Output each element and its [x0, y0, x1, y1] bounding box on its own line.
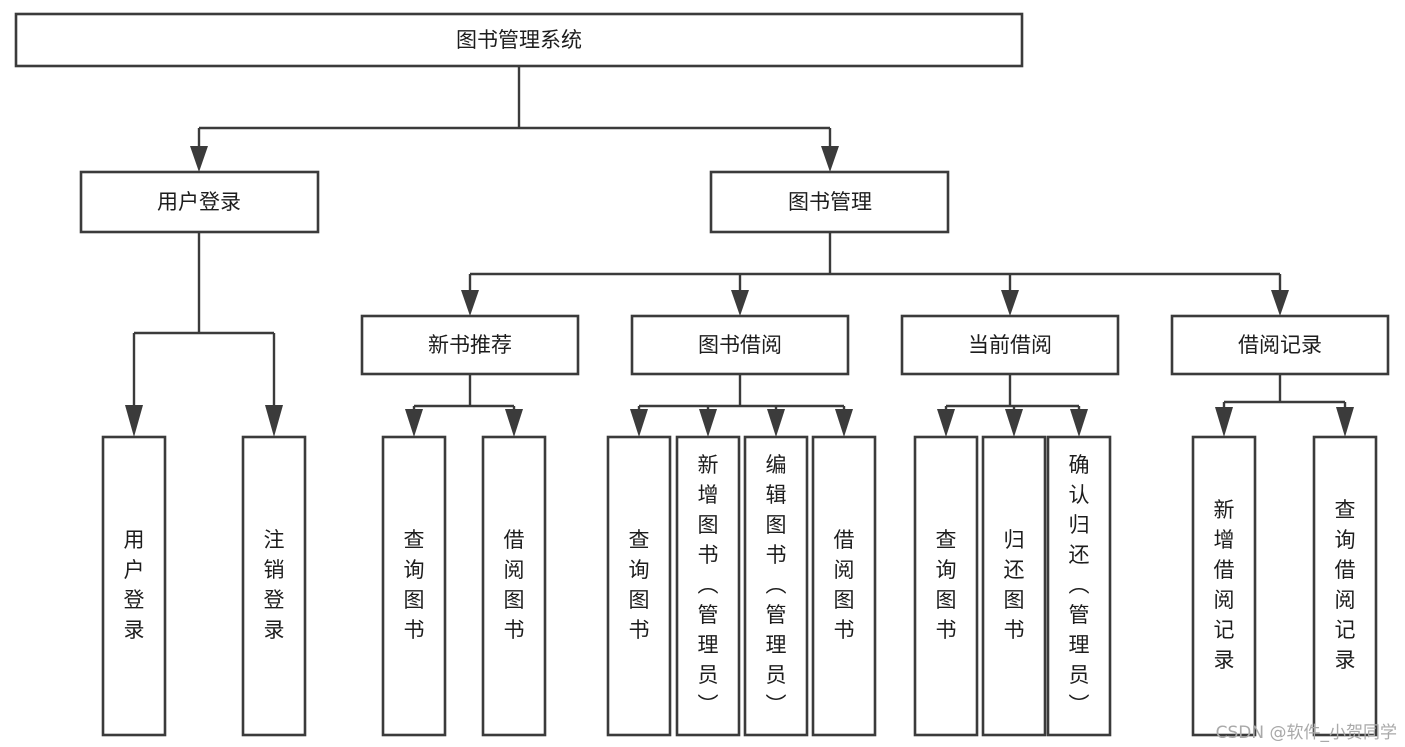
node-leaf-book-borrow-2-box[interactable]: [675, 435, 741, 737]
node-leaf-new-book-1-label: 查询图书: [404, 528, 425, 642]
node-leaf-current-borrow-2-box[interactable]: [981, 435, 1047, 737]
node-root[interactable]: 图书管理系统: [14, 12, 1024, 68]
node-leaf-book-borrow-3-label: 编辑图书︵管理员︶: [766, 453, 787, 717]
node-leaf-current-borrow-1[interactable]: 查询图书: [913, 435, 979, 737]
arrow-to-user-login: [190, 146, 208, 172]
arrow-new-book-leaf-1: [405, 409, 423, 437]
node-leaf-book-borrow-2[interactable]: 新增图书︵管理员︶: [675, 435, 741, 737]
arrow-user-login-leaf-2: [265, 405, 283, 437]
node-leaf-new-book-2-label: 借阅图书: [504, 528, 525, 642]
arrow-to-current-borrow: [1001, 290, 1019, 316]
node-leaf-borrow-record-2[interactable]: 查询借阅记录: [1312, 435, 1378, 737]
connectors: [125, 66, 1354, 437]
arrow-current-borrow-leaf-2: [1005, 409, 1023, 437]
arrow-book-borrow-leaf-3: [767, 409, 785, 437]
node-root-box[interactable]: [14, 12, 1024, 68]
node-leaf-user-login-2-box[interactable]: [241, 435, 307, 737]
node-borrow-record-box[interactable]: [1170, 314, 1390, 376]
arrow-book-borrow-leaf-4: [835, 409, 853, 437]
arrow-to-book-borrow: [731, 290, 749, 316]
node-leaf-borrow-record-2-box[interactable]: [1312, 435, 1378, 737]
arrow-new-book-leaf-2: [505, 409, 523, 437]
node-root-label: 图书管理系统: [456, 28, 582, 52]
node-leaf-book-borrow-1-label: 查询图书: [629, 528, 650, 642]
arrow-current-borrow-leaf-1: [937, 409, 955, 437]
node-leaf-new-book-1-box[interactable]: [381, 435, 447, 737]
arrow-to-borrow-record: [1271, 290, 1289, 316]
node-leaf-book-borrow-2-label: 新增图书︵管理员︶: [698, 453, 719, 717]
node-current-borrow-label: 当前借阅: [968, 333, 1052, 357]
arrow-to-book-mgmt: [821, 146, 839, 172]
node-leaf-book-borrow-4-box[interactable]: [811, 435, 877, 737]
node-new-book-recommend[interactable]: 新书推荐: [360, 314, 580, 376]
node-new-book-recommend-label: 新书推荐: [428, 333, 512, 357]
node-user-login-label: 用户登录: [157, 190, 241, 214]
node-user-login[interactable]: 用户登录: [79, 170, 320, 234]
node-borrow-record[interactable]: 借阅记录: [1170, 314, 1390, 376]
node-leaf-current-borrow-1-label: 查询图书: [936, 528, 957, 642]
node-book-borrow[interactable]: 图书借阅: [630, 314, 850, 376]
node-leaf-user-login-1-label: 用户登录: [124, 528, 145, 642]
node-leaf-new-book-1[interactable]: 查询图书: [381, 435, 447, 737]
node-current-borrow[interactable]: 当前借阅: [900, 314, 1120, 376]
node-leaf-book-borrow-1[interactable]: 查询图书: [606, 435, 672, 737]
node-book-management-label: 图书管理: [788, 190, 872, 214]
node-leaf-borrow-record-1-box[interactable]: [1191, 435, 1257, 737]
node-leaf-borrow-record-2-label: 查询借阅记录: [1335, 498, 1356, 672]
arrow-book-borrow-leaf-2: [699, 409, 717, 437]
node-leaf-borrow-record-1-label: 新增借阅记录: [1214, 498, 1235, 672]
node-book-borrow-label: 图书借阅: [698, 333, 782, 357]
node-leaf-book-borrow-3[interactable]: 编辑图书︵管理员︶: [743, 435, 809, 737]
node-leaf-current-borrow-3-label: 确认归还︵管理员︶: [1069, 453, 1090, 717]
node-leaf-user-login-2[interactable]: 注销登录: [241, 435, 307, 737]
node-leaf-user-login-1-box[interactable]: [101, 435, 167, 737]
node-current-borrow-box[interactable]: [900, 314, 1120, 376]
node-leaf-user-login-2-label: 注销登录: [264, 528, 285, 642]
node-book-borrow-box[interactable]: [630, 314, 850, 376]
node-new-book-recommend-box[interactable]: [360, 314, 580, 376]
node-leaf-borrow-record-1[interactable]: 新增借阅记录: [1191, 435, 1257, 737]
node-book-management-box[interactable]: [709, 170, 950, 234]
node-leaf-current-borrow-3[interactable]: 确认归还︵管理员︶: [1046, 435, 1112, 737]
arrow-user-login-leaf-1: [125, 405, 143, 437]
node-leaf-book-borrow-1-box[interactable]: [606, 435, 672, 737]
arrow-to-new-book: [461, 290, 479, 316]
node-leaf-new-book-2-box[interactable]: [481, 435, 547, 737]
node-leaf-book-borrow-3-box[interactable]: [743, 435, 809, 737]
node-leaf-new-book-2[interactable]: 借阅图书: [481, 435, 547, 737]
node-leaf-current-borrow-3-box[interactable]: [1046, 435, 1112, 737]
node-leaf-user-login-1[interactable]: 用户登录: [101, 435, 167, 737]
node-leaf-current-borrow-2[interactable]: 归还图书: [981, 435, 1047, 737]
arrow-borrow-record-leaf-2: [1336, 407, 1354, 437]
node-borrow-record-label: 借阅记录: [1238, 333, 1322, 357]
node-leaf-book-borrow-4-label: 借阅图书: [834, 528, 855, 642]
node-leaf-current-borrow-2-label: 归还图书: [1004, 528, 1025, 642]
node-user-login-box[interactable]: [79, 170, 320, 234]
arrow-book-borrow-leaf-1: [630, 409, 648, 437]
arrow-current-borrow-leaf-3: [1070, 409, 1088, 437]
node-leaf-current-borrow-1-box[interactable]: [913, 435, 979, 737]
node-book-management[interactable]: 图书管理: [709, 170, 950, 234]
node-leaf-book-borrow-4[interactable]: 借阅图书: [811, 435, 877, 737]
arrow-borrow-record-leaf-1: [1215, 407, 1233, 437]
